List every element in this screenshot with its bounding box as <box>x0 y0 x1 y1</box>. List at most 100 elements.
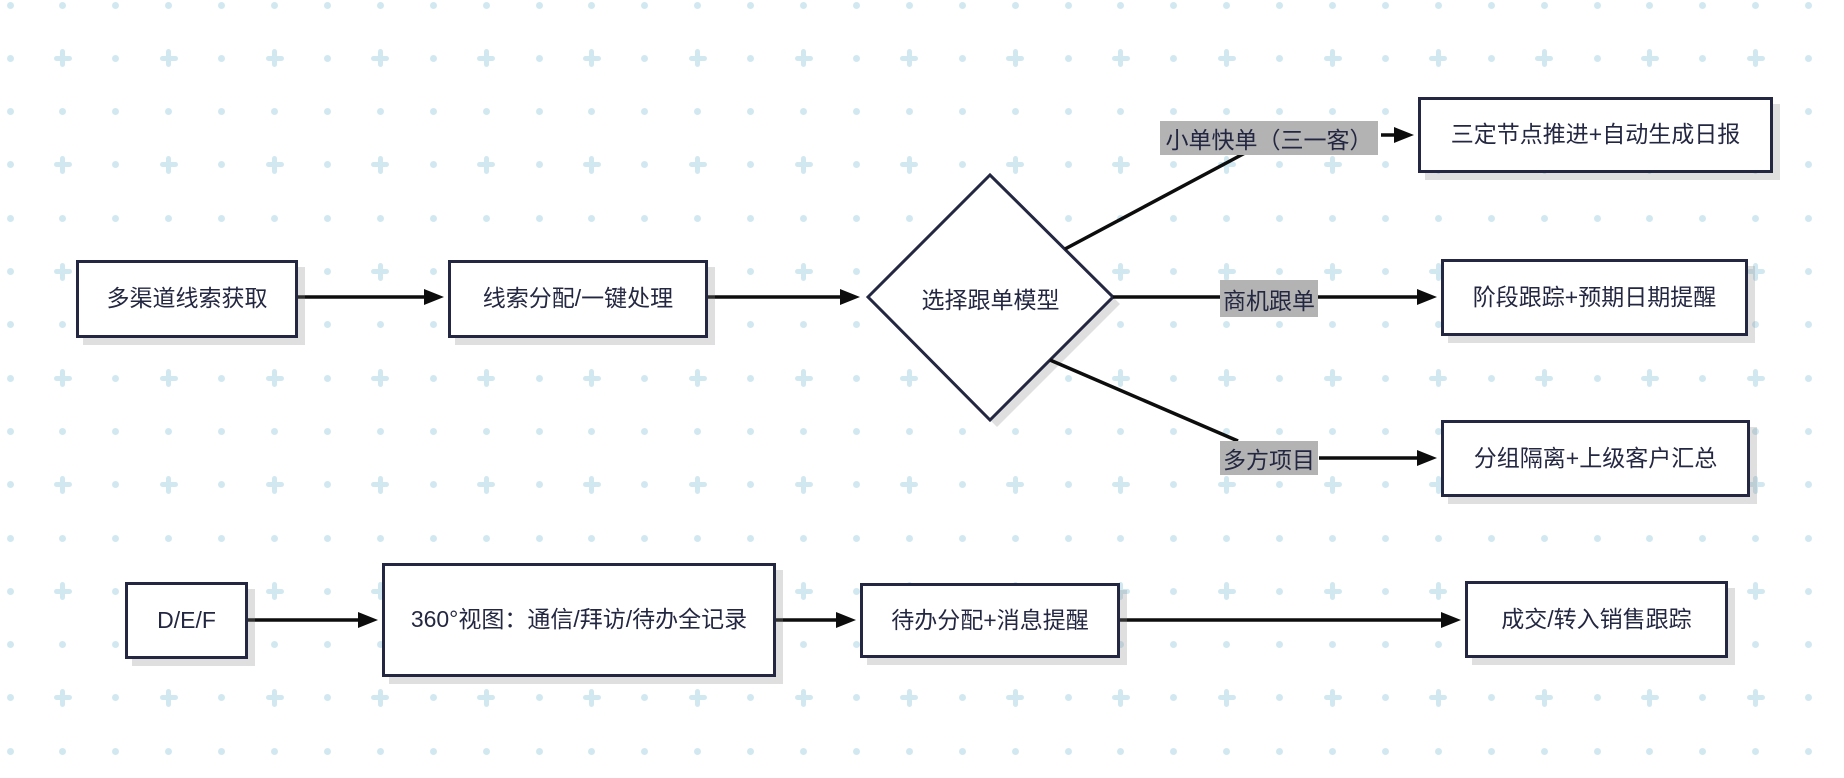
pattern-dot <box>112 534 120 542</box>
pattern-plus <box>1429 262 1448 281</box>
pattern-dot <box>958 108 966 116</box>
pattern-dot <box>112 161 120 169</box>
pattern-dot <box>852 747 860 755</box>
pattern-plus <box>371 582 390 601</box>
pattern-plus <box>1746 475 1765 494</box>
pattern-dot <box>1381 214 1389 222</box>
pattern-dot <box>958 427 966 435</box>
pattern-dot <box>641 481 649 489</box>
pattern-dot <box>852 1 860 9</box>
pattern-dot <box>6 747 14 755</box>
pattern-dot <box>958 1 966 9</box>
pattern-dot <box>271 427 278 435</box>
pattern-dot <box>112 374 120 382</box>
pattern-dot <box>800 747 807 755</box>
pattern-plus <box>1006 475 1025 494</box>
pattern-dot <box>694 747 702 755</box>
pattern-dot <box>1329 747 1336 755</box>
pattern-dot <box>641 694 649 702</box>
pattern-plus <box>265 582 284 601</box>
pattern-dot <box>1699 1 1707 9</box>
node-small-order-result[interactable]: 三定节点推进+自动生成日报 <box>1418 97 1773 173</box>
pattern-plus <box>582 369 601 388</box>
pattern-plus <box>1006 49 1025 68</box>
pattern-dot <box>641 108 649 116</box>
pattern-dot <box>1064 747 1072 755</box>
pattern-dot <box>482 427 490 435</box>
pattern-dot <box>376 534 384 542</box>
pattern-dot <box>535 374 543 382</box>
pattern-plus <box>371 688 390 707</box>
pattern-dot <box>1276 481 1284 489</box>
pattern-dot <box>59 321 67 329</box>
node-opportunity-result[interactable]: 阶段跟踪+预期日期提醒 <box>1441 259 1748 336</box>
pattern-dot <box>6 321 14 329</box>
pattern-dot <box>482 534 490 542</box>
node-multi-party-result[interactable]: 分组隔离+上级客户汇总 <box>1441 420 1750 497</box>
pattern-dot <box>1223 427 1231 435</box>
pattern-dot <box>1329 1 1336 9</box>
node-todo-assignment[interactable]: 待办分配+消息提醒 <box>860 583 1120 658</box>
arrowhead-def-to-360view <box>358 612 378 628</box>
pattern-dot <box>852 587 860 595</box>
pattern-dot <box>59 534 67 542</box>
pattern-dot <box>112 427 120 435</box>
edge-label-opportunity[interactable]: 商机跟单 <box>1220 280 1318 317</box>
pattern-dot <box>1223 534 1231 542</box>
pattern-dot <box>323 641 331 649</box>
pattern-plus <box>688 688 707 707</box>
pattern-dot <box>1064 427 1072 435</box>
pattern-plus <box>53 155 72 174</box>
pattern-plus <box>1006 155 1025 174</box>
pattern-dot <box>1170 481 1178 489</box>
node-lead-capture[interactable]: 多渠道线索获取 <box>76 260 298 338</box>
pattern-dot <box>1752 747 1760 755</box>
edge-label-small-order[interactable]: 小单快单（三一客） <box>1160 121 1378 155</box>
pattern-dot <box>852 214 860 222</box>
pattern-plus <box>371 369 390 388</box>
pattern-dot <box>218 481 226 489</box>
pattern-plus <box>1323 155 1342 174</box>
pattern-dot <box>905 1 913 9</box>
pattern-dot <box>6 641 14 649</box>
pattern-plus <box>794 582 813 601</box>
pattern-dot <box>747 694 755 702</box>
pattern-dot <box>112 54 120 62</box>
node-lead-assignment[interactable]: 线索分配/一键处理 <box>448 260 708 338</box>
node-deal-transfer[interactable]: 成交/转入销售跟踪 <box>1465 581 1728 658</box>
pattern-dot <box>218 161 226 169</box>
pattern-dot <box>59 108 67 116</box>
pattern-dot <box>1064 534 1072 542</box>
pattern-dot <box>482 214 490 222</box>
pattern-dot <box>112 481 120 489</box>
edge-label-multi-party[interactable]: 多方项目 <box>1220 441 1318 475</box>
pattern-dot <box>1434 1 1442 9</box>
pattern-dot <box>6 54 14 62</box>
pattern-dot <box>958 534 966 542</box>
pattern-dot <box>1699 747 1707 755</box>
pattern-dot <box>271 1 278 9</box>
pattern-dot <box>6 108 14 116</box>
pattern-dot <box>588 427 596 435</box>
pattern-dot <box>1276 641 1284 649</box>
pattern-dot <box>112 108 120 116</box>
node-def-leads[interactable]: D/E/F <box>125 582 248 659</box>
pattern-plus <box>1111 688 1130 707</box>
pattern-dot <box>852 534 860 542</box>
pattern-dot <box>1329 534 1336 542</box>
pattern-dot <box>1011 747 1019 755</box>
pattern-dot <box>1223 108 1231 116</box>
pattern-plus <box>159 688 178 707</box>
pattern-dot <box>112 214 120 222</box>
arrowhead-small-order-result <box>1394 127 1414 143</box>
pattern-dot <box>218 534 226 542</box>
pattern-dot <box>1593 747 1601 755</box>
pattern-plus <box>900 369 919 388</box>
pattern-plus <box>265 369 284 388</box>
pattern-plus <box>159 49 178 68</box>
pattern-plus <box>53 262 72 281</box>
pattern-dot <box>747 481 755 489</box>
node-360-view[interactable]: 360°视图：通信/拜访/待办全记录 <box>382 563 776 677</box>
node-decision-label[interactable]: 选择跟单模型 <box>921 286 1060 313</box>
arrowhead-todo-to-deal <box>1441 612 1461 628</box>
